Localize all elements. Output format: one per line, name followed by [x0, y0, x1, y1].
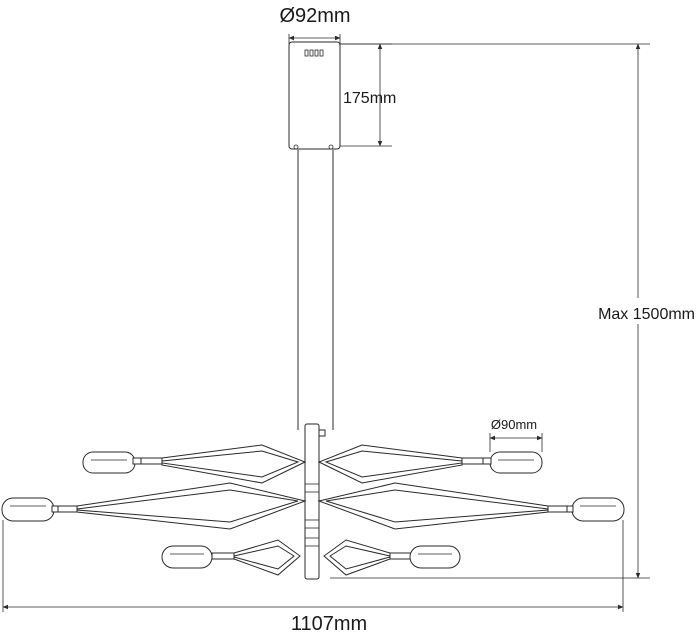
middle-arm-left: [54, 482, 307, 530]
suspension-cables: [297, 150, 334, 430]
ceiling-canopy: [288, 41, 341, 150]
max-height-label: Max 1500mm: [598, 306, 695, 323]
canopy-diameter-dimension: Ø92mm: [279, 5, 351, 44]
canopy-vents: [304, 49, 324, 57]
lamp-head-middle-right: [566, 497, 625, 522]
upper-arm-left: [139, 444, 307, 484]
upper-arm-right: [317, 444, 485, 484]
lamp-head-middle-left: [1, 497, 59, 522]
total-width-dimension: 1107mm: [2, 520, 624, 635]
canopy-height-label: 175mm: [343, 90, 396, 107]
max-height-dimension: Max 1500mm: [330, 43, 698, 579]
canopy-height-dimension: 175mm: [340, 43, 396, 147]
lamp-head-lower-right: [409, 545, 461, 569]
central-stem: [304, 423, 326, 580]
lamp-diameter-dimension: Ø90mm: [489, 417, 543, 452]
lamp-head-lower-left: [161, 545, 213, 569]
lower-arm-left: [211, 539, 301, 576]
lamp-diameter-label: Ø90mm: [491, 417, 537, 432]
lower-arm-right: [323, 539, 413, 576]
canopy-diameter-label: Ø92mm: [279, 5, 350, 27]
lamp-head-upper-left: [82, 451, 142, 474]
total-width-label: 1107mm: [291, 613, 367, 635]
lamp-head-upper-right: [482, 451, 543, 474]
middle-arm-right: [317, 482, 571, 530]
